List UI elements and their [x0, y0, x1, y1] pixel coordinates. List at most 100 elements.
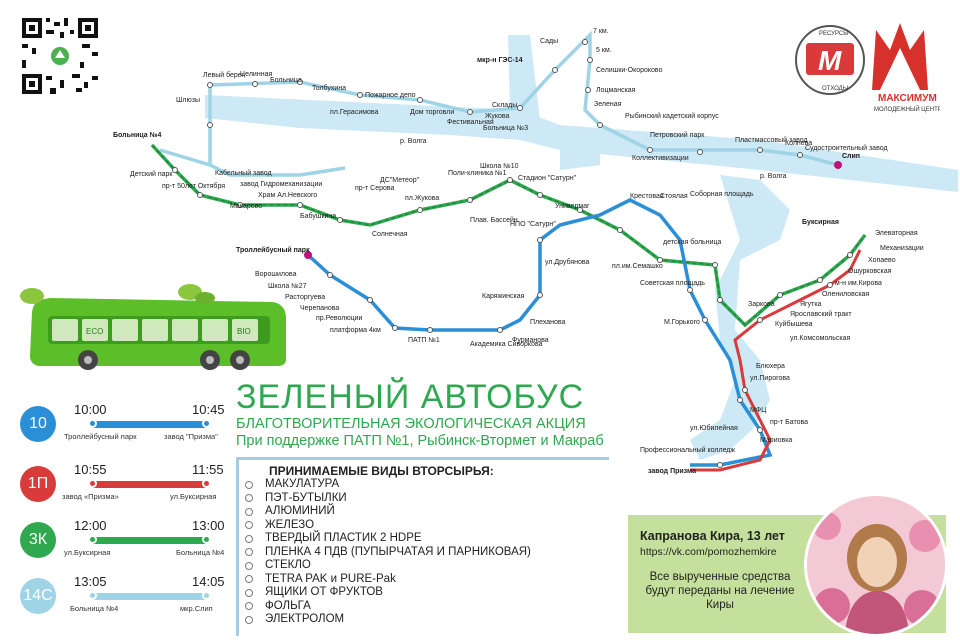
route-dot — [88, 419, 97, 428]
stop-label: Толбухина — [312, 84, 346, 92]
list-item: ФОЛЬГА — [245, 600, 531, 614]
route-dot — [88, 591, 97, 600]
stop-label: Храм Ал.Невского — [258, 192, 317, 199]
stop-label: Заркова — [748, 301, 775, 308]
route-14c-line — [159, 148, 346, 177]
list-item: СТЕКЛО — [245, 559, 531, 573]
route-badge: 1П — [20, 466, 56, 502]
route-dot — [88, 479, 97, 488]
stop-label: Больница №3 — [483, 125, 528, 132]
partner-logos: РЕСУРСЫ M ОТХОДЫ МАКСИМУМ МОЛОДЕЖНЫЙ ЦЕН… — [780, 18, 942, 133]
stop-label: Судостроительный завод — [805, 144, 888, 152]
green-bus-illustration: ECO BIO — [20, 284, 286, 370]
stop-label: ул.Юбилейная — [690, 424, 738, 432]
route-dot — [202, 535, 211, 544]
stop-end: ул.Буксирная — [170, 492, 217, 501]
time-start: 10:00 — [74, 402, 107, 417]
stop-label: Соборная площадь — [690, 190, 754, 198]
stop-label: 7 км. — [593, 28, 609, 35]
stop-label: Школа №10 — [480, 163, 519, 170]
route-dot — [202, 591, 211, 600]
terminal-dot — [834, 161, 842, 169]
stop-label: ПАТП №1 — [408, 337, 440, 344]
stop-label: Селишки-Окороково — [596, 67, 663, 74]
stop-labels: 7 км. Сады 5 км. мкр-н ГЭС-14 Селишки-Ок… — [113, 28, 924, 475]
stop-label: завод Призма — [648, 468, 696, 475]
stop-label: Стадион "Сатурн" — [518, 175, 577, 182]
stop-label: Хопаево — [868, 257, 896, 264]
stop-label: Рыбинский кадетский корпус — [625, 112, 719, 120]
bus-bio-label: BIO — [237, 327, 251, 336]
route-bar — [90, 421, 208, 428]
stop-label: Троллейбусный парк — [236, 246, 310, 254]
stop-label: Колнева — [785, 140, 812, 147]
stop-label: Школа №27 — [268, 283, 307, 290]
subtitle: БЛАГОТВОРИТЕЛЬНАЯ ЭКОЛОГИЧЕСКАЯ АКЦИЯ Пр… — [236, 416, 604, 450]
bullet-icon — [245, 561, 253, 570]
stop-label: Ягутка — [800, 301, 822, 308]
stop-label: МФЦ — [750, 407, 767, 414]
stop-label: пл.им.Семашко — [612, 263, 663, 270]
stop-end: завод "Призма" — [164, 432, 218, 441]
route-10-line — [306, 198, 773, 467]
time-end: 14:05 — [192, 574, 225, 589]
stop-label: Мариовка — [760, 437, 792, 444]
m-logo — [806, 43, 854, 75]
route-badge: 3К — [20, 522, 56, 558]
stop-start: Троллейбусный парк — [64, 432, 137, 441]
logo-resource-bottom: ОТХОДЫ — [822, 86, 848, 92]
stop-label: Черепанова — [300, 305, 339, 312]
list-item: ТВЕРДЫЙ ПЛАСТИК 2 HDPE — [245, 532, 531, 546]
stop-label: Жукова — [485, 113, 510, 120]
stop-label: Бабушкина — [300, 212, 336, 220]
stop-label: Каряжинская — [482, 293, 525, 300]
m-logo-letter: M — [818, 45, 842, 76]
schedule-route-3k[interactable]: 3К 12:00 13:00 ул.Буксирная Больница №4 — [14, 518, 234, 564]
route-bar — [90, 593, 208, 600]
waste-list: МАКУЛАТУРА ПЭТ-БУТЫЛКИ АЛЮМИНИЙ ЖЕЛЕЗО Т… — [245, 478, 531, 627]
stop-label: Расторгуева — [285, 294, 325, 301]
qr-code[interactable] — [20, 16, 100, 96]
logo-maximum: МАКСИМУМ — [878, 93, 937, 104]
route-dot — [88, 535, 97, 544]
schedule-route-1p[interactable]: 1П 10:55 11:55 завод «Призма» ул.Буксирн… — [14, 462, 234, 508]
stop-label: Петровский парк — [650, 131, 705, 139]
schedule-route-10[interactable]: 10 10:00 10:45 Троллейбусный парк завод … — [14, 402, 234, 448]
stop-label: Целинная — [240, 71, 272, 78]
waste-title: ПРИНИМАЕМЫЕ ВИДЫ ВТОРСЫРЬЯ: — [269, 464, 494, 478]
stop-label: Солнечная — [372, 231, 408, 238]
stop-label: Лоцманская — [596, 87, 636, 94]
bullet-icon — [245, 615, 253, 624]
stops — [172, 39, 853, 468]
stop-label: Больница №4 — [113, 131, 161, 139]
stop-label: Фурманова — [512, 337, 549, 344]
stop-label: Макарово — [230, 203, 262, 210]
stop-label: Плеханова — [530, 319, 566, 326]
route-dot — [202, 419, 211, 428]
bullet-icon — [245, 602, 253, 611]
stop-label: детская больница — [663, 238, 721, 246]
route-badge: 14С — [20, 578, 56, 614]
stop-label: Детский парк — [130, 170, 173, 178]
schedule-route-14c[interactable]: 14С 13:05 14:05 Больница №4 мкр.Слип — [14, 574, 234, 620]
stop-label: Шлюзы — [176, 97, 200, 104]
stop-label: Блюхера — [756, 363, 785, 370]
kira-photo — [804, 493, 948, 637]
stop-label: м-н им.Кирова — [835, 280, 882, 287]
kira-link[interactable]: https://vk.com/pomozhemkire — [640, 546, 777, 558]
route-badge: 10 — [20, 406, 56, 442]
route-bar — [90, 537, 208, 544]
list-item: ЖЕЛЕЗО — [245, 519, 531, 533]
list-item: МАКУЛАТУРА — [245, 478, 531, 492]
stop-label: пр.Революции — [316, 315, 363, 322]
stop-label: Сады — [540, 38, 558, 45]
bullet-icon — [245, 494, 253, 503]
list-item: ЭЛЕКТРОЛОМ — [245, 613, 531, 627]
stop-label: Левый берег — [203, 71, 245, 79]
bullet-icon — [245, 480, 253, 489]
time-end: 10:45 — [192, 402, 225, 417]
charity-panel: Капранова Кира, 13 лет https://vk.com/po… — [628, 493, 948, 637]
waste-types-panel: ПРИНИМАЕМЫЕ ВИДЫ ВТОРСЫРЬЯ: МАКУЛАТУРА П… — [236, 457, 609, 636]
stop-label: пр-т Серова — [355, 185, 395, 192]
stop-end: мкр.Слип — [180, 604, 213, 613]
